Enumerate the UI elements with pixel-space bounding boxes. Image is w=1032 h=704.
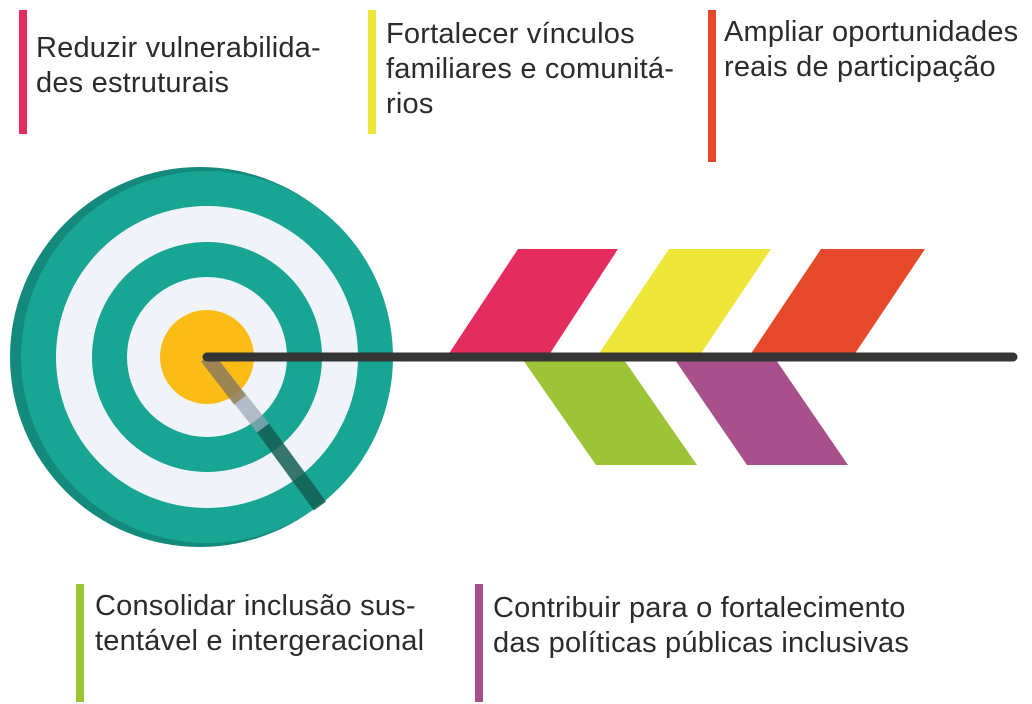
- feather-green: [521, 357, 697, 465]
- goal-5-line-2: das políticas públicas inclusivas: [493, 627, 910, 659]
- goal-5-label: Contribuir para o fortalecimento das pol…: [493, 591, 909, 661]
- goal-3-color-bar: [708, 10, 716, 162]
- goal-1-line-1: Reduzir vulnerabilida-: [36, 32, 321, 64]
- arrow-shadow-dark: [256, 423, 327, 511]
- goal-1-line-2: des estruturais: [36, 67, 230, 99]
- feather-pink: [448, 249, 618, 355]
- goal-3-line-2: reais de participação: [724, 51, 996, 83]
- goal-5-color-bar: [475, 584, 483, 702]
- goal-1-label: Reduzir vulnerabilida- des estruturais: [36, 31, 321, 101]
- goal-2-line-1: Fortalecer vínculos: [386, 18, 635, 50]
- goal-4-line-2: tentável e intergeracional: [95, 625, 425, 657]
- arrow-shadow-tip: [201, 352, 246, 405]
- goal-2-label: Fortalecer vínculos familiares e comunit…: [386, 17, 674, 122]
- goal-4-line-1: Consolidar inclusão sus-: [95, 590, 416, 622]
- goal-2-line-3: rios: [386, 88, 434, 120]
- goal-2-color-bar: [368, 10, 376, 134]
- feather-yellow: [598, 249, 771, 355]
- goal-3-line-1: Ampliar oportunidades: [724, 16, 1019, 48]
- feather-purple: [673, 357, 848, 465]
- goal-1-color-bar: [19, 10, 27, 134]
- goal-5-line-1: Contribuir para o fortalecimento: [493, 592, 906, 624]
- goal-3-label: Ampliar oportunidades reais de participa…: [724, 15, 1018, 85]
- goal-2-line-2: familiares e comunitá-: [386, 53, 675, 85]
- goal-4-color-bar: [76, 584, 84, 702]
- goal-4-label: Consolidar inclusão sus- tentável e inte…: [95, 589, 424, 659]
- feather-orange: [750, 249, 925, 355]
